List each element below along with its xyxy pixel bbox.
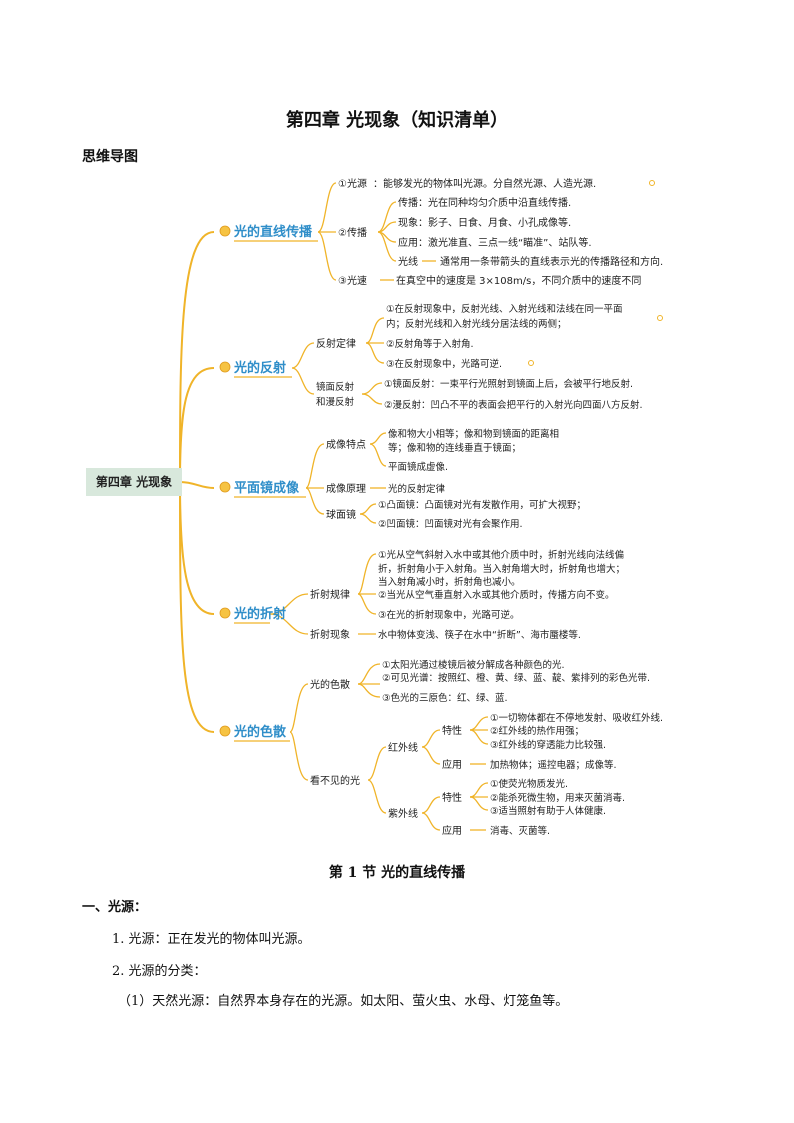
refraction-phenomenon-label: 折射现象 xyxy=(310,628,350,641)
reflection-type-label: 和漫反射 xyxy=(316,396,355,408)
section-title: 第 1 节 光的直线传播 xyxy=(328,865,466,881)
light-ray-text: 通常用一条带箭头的直线表示光的传播路径和方向. xyxy=(440,255,663,268)
propagation-item: 现象：影子、日食、月食、小孔成像等. xyxy=(398,216,571,229)
spherical-mirror-item: ②凹面镜：凹面镜对光有会聚作用. xyxy=(378,518,523,530)
dispersion-item: ③色光的三原色：红、绿、蓝. xyxy=(382,692,508,704)
dispersion-item: ②可见光谱：按照红、橙、黄、绿、蓝、靛、紫排列的彩色光带. xyxy=(382,672,650,684)
refraction-law-item: ②当光从空气垂直射入水或其他介质时，传播方向不变。 xyxy=(378,589,615,601)
marker-icon xyxy=(528,180,663,366)
section-heading: 一、光源： xyxy=(82,900,148,915)
branch-zhixian: 光的直线传播 xyxy=(233,224,313,240)
reflection-law-label: 反射定律 xyxy=(316,337,356,350)
light-source-text: ：能够发光的物体叫光源。分自然光源、人造光源. xyxy=(373,177,596,190)
propagation-item: 传播：光在同种均匀介质中沿直线传播. xyxy=(398,196,571,209)
light-speed-text: 在真空中的速度是 3×108m/s，不同介质中的速度不同 xyxy=(396,274,641,287)
branch-zheshe: 光的折射 xyxy=(233,606,286,622)
mind-map: 第四章 光现象 光的直线传播 光的反射 平面镜成像 光的折射 光的色散 ①光源 … xyxy=(86,177,663,837)
root-node-bg xyxy=(86,468,182,496)
branch-sesan: 光的色散 xyxy=(233,724,287,740)
spherical-mirror-label: 球面镜 xyxy=(326,508,356,521)
infrared-label: 红外线 xyxy=(388,741,418,754)
mirror-feature-item: 等；像和物的连线垂直于镜面； xyxy=(388,442,521,454)
mirror-feature-item: 像和物大小相等；像和物到镜面的距离相 xyxy=(388,428,559,440)
reflection-law-item: ②反射角等于入射角. xyxy=(386,338,474,350)
refraction-law-item: 折，折射角小于入射角。当入射角增大时，折射角也增大； xyxy=(378,563,625,575)
mindmap-heading: 思维导图 xyxy=(82,149,138,165)
refraction-law-item: ①光从空气斜射入水中或其他介质中时，折射光线向法线偏 xyxy=(378,549,624,561)
refraction-law-item: 当入射角减小时，折射角也减小。 xyxy=(378,576,521,588)
branch-fanshe: 光的反射 xyxy=(233,360,286,376)
ultraviolet-use-text: 消毒、灭菌等. xyxy=(490,825,550,837)
infrared-feature-item: ②红外线的热作用强； xyxy=(490,725,584,737)
paragraph: 1. 光源：正在发光的物体叫光源。 xyxy=(112,932,311,947)
paragraph: 2. 光源的分类： xyxy=(112,964,207,979)
propagation-label: ②传播 xyxy=(338,226,367,239)
light-ray-label: 光线 xyxy=(398,255,418,268)
infrared-use-label: 应用 xyxy=(442,758,462,771)
infrared-feature-item: ③红外线的穿透能力比较强. xyxy=(490,739,606,751)
spherical-mirror-item: ①凸面镜：凸面镜对光有发散作用，可扩大视野； xyxy=(378,499,586,511)
infrared-feature-label: 特性 xyxy=(442,724,462,737)
propagation-item: 应用：激光准直、三点一线“瞄准”、站队等. xyxy=(398,236,592,249)
refraction-phenomenon-text: 水中物体变浅、筷子在水中“折断”、海市蜃楼等. xyxy=(378,629,581,641)
infrared-feature-item: ①一切物体都在不停地发射、吸收红外线. xyxy=(490,712,663,724)
page-title: 第四章 光现象（知识清单） xyxy=(285,110,509,131)
light-speed-label: ③光速 xyxy=(338,274,367,287)
ultraviolet-feature-item: ①使荧光物质发光. xyxy=(490,778,568,790)
dispersion-item: ①太阳光通过棱镜后被分解成各种颜色的光. xyxy=(382,659,565,671)
ultraviolet-feature-label: 特性 xyxy=(442,791,462,804)
infrared-use-text: 加热物体；遥控电器；成像等. xyxy=(490,759,617,771)
dispersion-label: 光的色散 xyxy=(310,678,350,691)
refraction-law-label: 折射规律 xyxy=(310,588,350,601)
reflection-law-item: ①在反射现象中，反射光线、入射光线和法线在同一平面 xyxy=(386,303,623,315)
ultraviolet-label: 紫外线 xyxy=(388,807,418,820)
invisible-light-label: 看不见的光 xyxy=(310,774,360,787)
mirror-feature-label: 成像特点 xyxy=(326,439,366,451)
mirror-feature-item: 平面镜成虚像. xyxy=(388,461,448,473)
mirror-principle-text: 光的反射定律 xyxy=(388,483,446,495)
ultraviolet-use-label: 应用 xyxy=(442,824,462,837)
reflection-type-item: ①镜面反射：一束平行光照射到镜面上后，会被平行地反射. xyxy=(384,378,633,390)
branch-pingmian: 平面镜成像 xyxy=(234,480,300,496)
reflection-law-item: 内；反射光线和入射光线分居法线的两侧； xyxy=(386,318,567,330)
ultraviolet-feature-item: ③适当照射有助于人体健康. xyxy=(490,805,606,817)
root-node: 第四章 光现象 xyxy=(96,474,172,489)
refraction-law-item: ③在光的折射现象中，光路可逆。 xyxy=(378,609,520,621)
light-source-label: ①光源 xyxy=(338,177,367,190)
reflection-law-item: ③在反射现象中，光路可逆. xyxy=(386,358,502,370)
mirror-principle-label: 成像原理 xyxy=(326,483,366,495)
reflection-type-label: 镜面反射 xyxy=(316,381,355,393)
reflection-type-item: ②漫反射：凹凸不平的表面会把平行的入射光向四面八方反射. xyxy=(384,399,643,411)
ultraviolet-feature-item: ②能杀死微生物，用来灭菌消毒. xyxy=(490,792,625,804)
bulb-icon xyxy=(219,225,231,737)
paragraph: （1）天然光源：自然界本身存在的光源。如太阳、萤火虫、水母、灯笼鱼等。 xyxy=(118,994,569,1009)
